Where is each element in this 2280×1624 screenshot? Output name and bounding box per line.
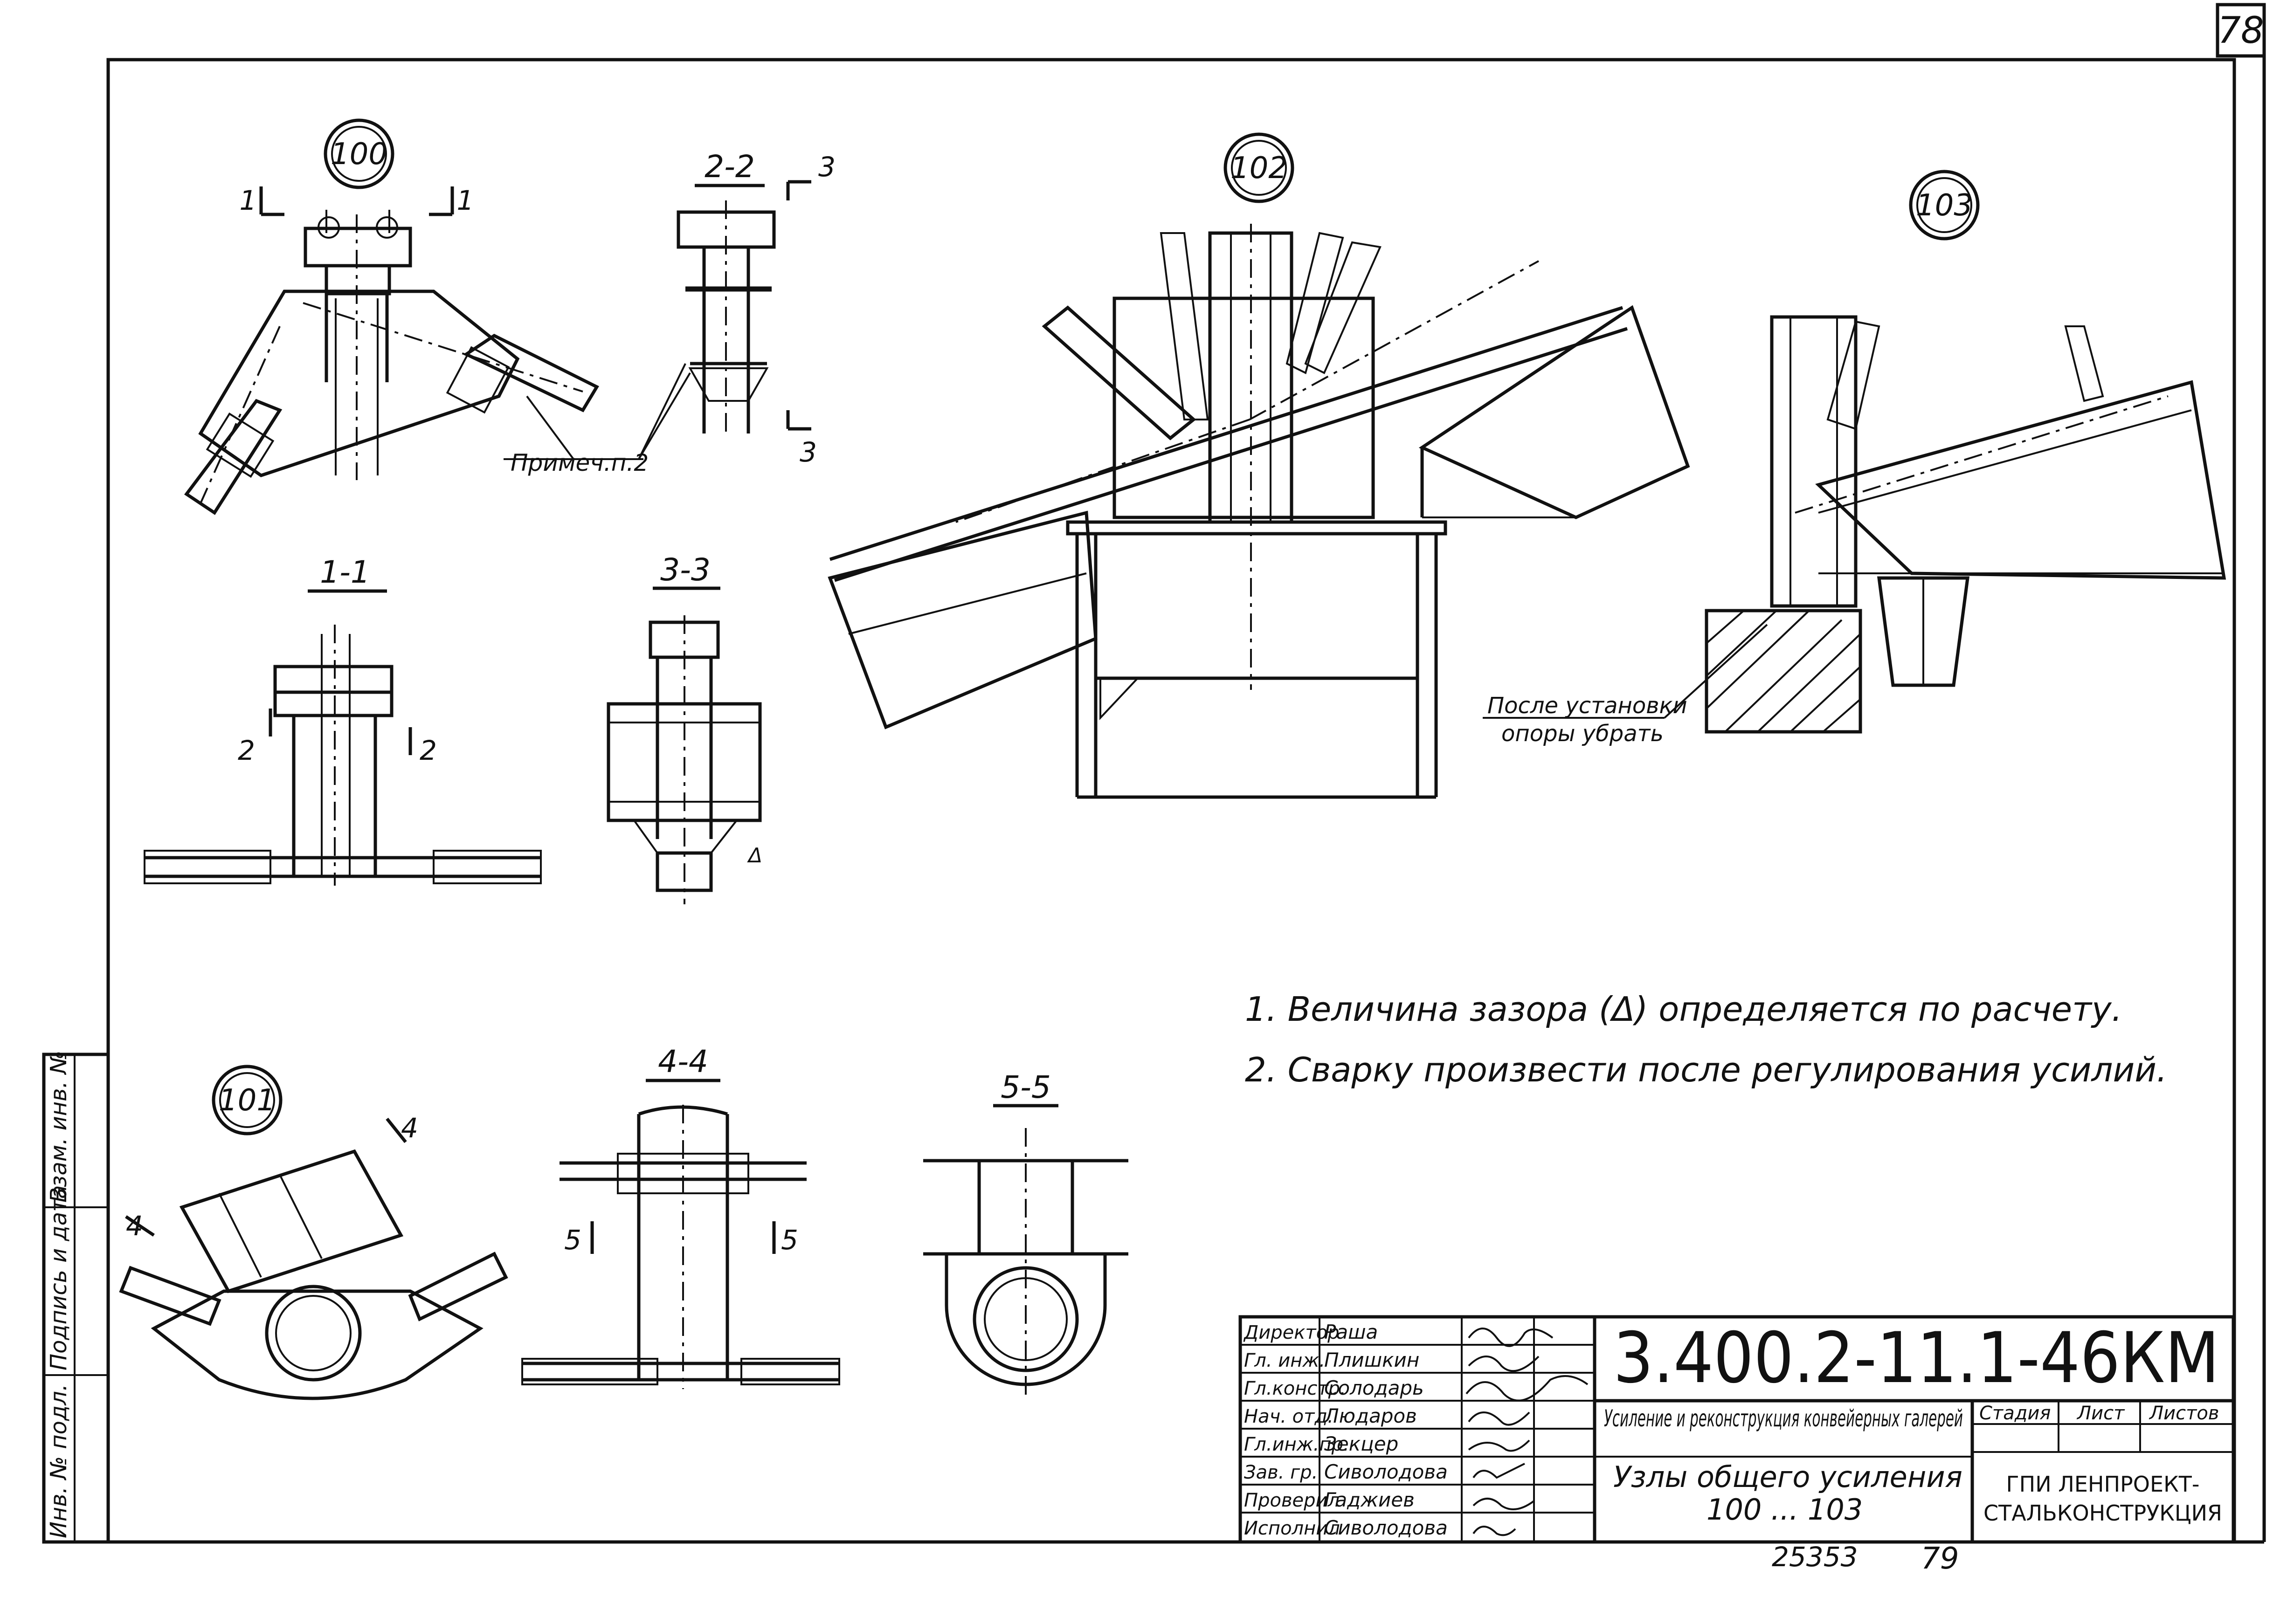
side-stamp-vzam: Взам. инв. № — [46, 1051, 72, 1203]
section-4-4: 4-4 5 5 — [521, 1044, 840, 1389]
section-2-2-title: 2-2 — [705, 149, 755, 185]
signer-role-0: Директор — [1243, 1322, 1340, 1343]
signer-name-0: Раша — [1324, 1321, 1378, 1343]
signer-name-5: Сиволодова — [1324, 1460, 1448, 1483]
signer-role-4: Гл.инж.пр. — [1244, 1434, 1349, 1455]
node-100-label: 100 — [331, 137, 387, 172]
section-3-3: 3-3 Δ — [607, 552, 762, 904]
notes: 1. Величина зазора (Δ) определяется по р… — [1245, 990, 2167, 1089]
cut-5-left: 5 — [564, 1224, 581, 1256]
side-stamp: Взам. инв. № Подпись и дата Инв. № подл. — [42, 1051, 110, 1544]
node-102-marker: 102 — [1223, 132, 1294, 203]
archive-number: 25353 — [1772, 1541, 1858, 1573]
section-4-4-title: 4-4 — [658, 1044, 708, 1080]
cut-1-right: 1 — [457, 185, 474, 216]
cut-5-right: 5 — [781, 1224, 798, 1256]
note-1: 1. Величина зазора (Δ) определяется по р… — [1245, 990, 2122, 1029]
node-101-label: 101 — [219, 1083, 276, 1118]
gap-symbol: Δ — [747, 844, 762, 867]
signer-name-1: Плишкин — [1324, 1349, 1419, 1371]
drawing-subtitle-2: 100 ... 103 — [1707, 1493, 1863, 1527]
org-line-2: СТАЛЬКОНСТРУКЦИЯ — [1983, 1500, 2222, 1526]
cut-1-left: 1 — [240, 185, 257, 216]
section-5-5-title: 5-5 — [1001, 1069, 1051, 1105]
title-block: Директор Раша Гл. инж. Плишкин Гл.констр… — [1238, 1315, 2235, 1544]
side-stamp-podpis: Подпись и дата — [46, 1185, 72, 1370]
section-3-3-title: 3-3 — [660, 552, 711, 588]
node-100-marker: 100 — [324, 118, 394, 189]
node-103-drawing: После установки опоры убрать — [1483, 315, 2226, 747]
section-5-5: 5-5 — [923, 1069, 1128, 1398]
signer-role-2: Гл.констр. — [1244, 1378, 1346, 1399]
sheets-label: Листов — [2149, 1403, 2219, 1424]
cut-3-top: 3 — [818, 151, 836, 183]
signer-role-3: Нач. отд. — [1244, 1406, 1333, 1427]
sheet-number: 78 — [2218, 10, 2264, 52]
node-103-label: 103 — [1916, 188, 1973, 223]
document-code: 3.400.2-11.1-46КМ — [1613, 1318, 2219, 1399]
org-line-1: ГПИ ЛЕНПРОЕКТ- — [2006, 1472, 2200, 1497]
section-1-1-title: 1-1 — [320, 554, 370, 590]
cut-3-bottom: 3 — [800, 436, 817, 468]
frame — [106, 3, 2266, 1544]
signer-name-7: Сиволодова — [1324, 1516, 1448, 1539]
cut-4-right: 4 — [401, 1112, 418, 1144]
remove-support-line1: После установки — [1487, 693, 1687, 719]
node-101-marker: 101 — [212, 1065, 283, 1135]
page-number: 79 — [1921, 1541, 1959, 1576]
node-100-drawing: 1 1 — [184, 185, 599, 515]
signatures — [1465, 1328, 1589, 1536]
stage-label: Стадия — [1979, 1403, 2051, 1424]
signer-role-7: Исполнил — [1244, 1518, 1340, 1539]
note-ref-label: Примеч.п.2 — [511, 449, 649, 476]
node-102-drawing — [828, 224, 1690, 799]
cut-2-right: 2 — [420, 735, 437, 766]
signer-role-1: Гл. инж. — [1244, 1350, 1325, 1371]
signer-role-6: Проверил — [1244, 1490, 1340, 1511]
node-101-drawing: 4 4 — [119, 1112, 508, 1400]
signer-name-6: Гаджиев — [1324, 1488, 1415, 1511]
note-2: 2. Сварку произвести после регулирования… — [1245, 1050, 2167, 1089]
cut-4-left: 4 — [126, 1210, 143, 1242]
node-102-label: 102 — [1230, 151, 1287, 186]
drawing-subtitle-1: Узлы общего усиления — [1613, 1460, 1962, 1494]
signer-name-2: Солодарь — [1324, 1376, 1424, 1399]
cut-2-left: 2 — [238, 735, 255, 766]
signer-name-3: Людаров — [1323, 1404, 1417, 1427]
remove-support-line2: опоры убрать — [1501, 721, 1664, 747]
side-stamp-inv-podl: Инв. № подл. — [46, 1384, 72, 1538]
section-1-1: 1-1 2 2 — [144, 554, 542, 886]
drawing-title: Усиление и реконструкция конвейерных гал… — [1604, 1405, 1963, 1432]
sheet-label: Лист — [2076, 1403, 2125, 1424]
signer-role-5: Зав. гр. — [1244, 1462, 1318, 1483]
signer-rows — [1240, 1344, 1595, 1514]
signer-name-4: Зекцер — [1324, 1432, 1398, 1455]
node-103-marker: 103 — [1909, 170, 1980, 241]
section-2-2: 2-2 3 3 Примеч.п.2 — [504, 149, 836, 476]
